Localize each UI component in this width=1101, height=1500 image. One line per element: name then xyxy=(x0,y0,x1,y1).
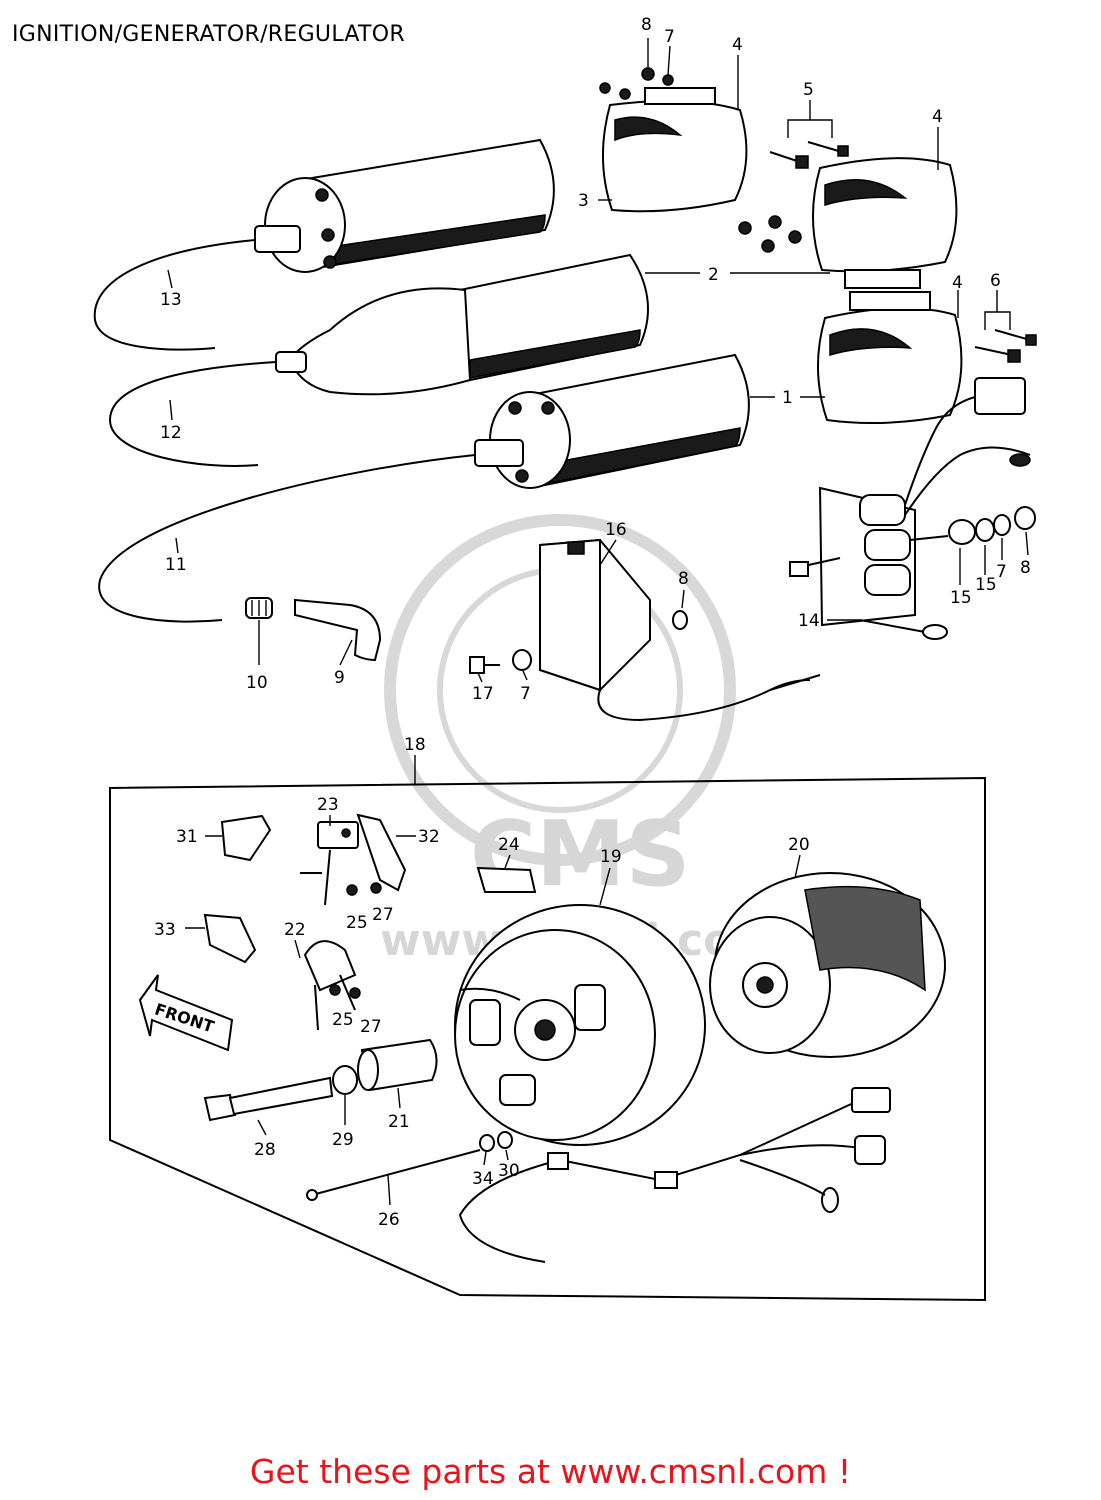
hightension-cord-11 xyxy=(98,454,476,623)
callout-18: 18 xyxy=(404,735,426,755)
washer-29 xyxy=(332,1065,358,1095)
regulator-14 xyxy=(789,377,1031,640)
callout-8-mid: 8 xyxy=(678,569,689,589)
hightension-cord-13 xyxy=(93,239,256,351)
callout-15-a: 15 xyxy=(950,588,972,608)
callout-21: 21 xyxy=(388,1112,410,1132)
callout-23: 23 xyxy=(317,795,339,815)
front-sign: FRONT xyxy=(138,974,234,1052)
callout-16: 16 xyxy=(605,520,627,540)
callout-25-lower: 25 xyxy=(332,1010,354,1030)
callout-33: 33 xyxy=(154,920,176,940)
callout-5: 5 xyxy=(803,80,814,100)
coil-bracket-middle xyxy=(811,157,958,289)
callout-4-mid: 4 xyxy=(932,107,943,127)
plate-32 xyxy=(356,813,407,892)
rod-26 xyxy=(306,1131,513,1201)
callout-22: 22 xyxy=(284,920,306,940)
callout-7-right: 7 xyxy=(996,562,1007,582)
callout-9: 9 xyxy=(334,668,345,688)
callout-13: 13 xyxy=(160,290,182,310)
brush-24 xyxy=(476,866,537,893)
callout-27-upper: 27 xyxy=(372,905,394,925)
harness xyxy=(458,1087,891,1263)
callout-10: 10 xyxy=(246,673,268,693)
callout-labels: 3 2 1 4 4 4 8 7 5 6 13 12 11 16 8 14 15 … xyxy=(154,15,1031,1230)
ignition-coil-2 xyxy=(275,253,649,396)
callout-24: 24 xyxy=(498,835,520,855)
coil-bracket-upper xyxy=(599,67,748,213)
stator-19 xyxy=(454,904,706,1146)
callout-20: 20 xyxy=(788,835,810,855)
callout-26: 26 xyxy=(378,1210,400,1230)
callout-4-low: 4 xyxy=(952,273,963,293)
callout-28: 28 xyxy=(254,1140,276,1160)
ignition-coil-1 xyxy=(474,353,750,489)
spacer-21 xyxy=(357,1038,438,1092)
condenser-16 xyxy=(469,538,821,722)
bolt-set-6 xyxy=(974,329,1037,363)
page-title: IGNITION/GENERATOR/REGULATOR xyxy=(12,22,405,47)
callout-17: 17 xyxy=(472,684,494,704)
callout-29: 29 xyxy=(332,1130,354,1150)
footer-link[interactable]: Get these parts at www.cmsnl.com ! xyxy=(249,1452,852,1491)
hightension-cord-12 xyxy=(108,361,277,467)
ignition-coil-3 xyxy=(254,138,555,273)
callout-32: 32 xyxy=(418,827,440,847)
callout-15-b: 15 xyxy=(975,575,997,595)
callout-31: 31 xyxy=(176,827,198,847)
leader-lines xyxy=(167,38,1029,1206)
callout-30: 30 xyxy=(498,1161,520,1181)
callout-25-upper: 25 xyxy=(346,913,368,933)
coil-bracket-lower xyxy=(816,291,963,425)
callout-4-top: 4 xyxy=(732,35,743,55)
generator-assembly-border xyxy=(109,776,986,1302)
callout-19: 19 xyxy=(600,847,622,867)
callout-11: 11 xyxy=(165,555,187,575)
callout-8-top: 8 xyxy=(641,15,652,35)
callout-14: 14 xyxy=(798,611,820,631)
callout-34: 34 xyxy=(472,1169,494,1189)
bolt-28 xyxy=(203,1076,334,1122)
contact-breaker-23 xyxy=(300,821,359,906)
plate-33 xyxy=(203,913,257,964)
screws-25-27 xyxy=(329,882,382,999)
callout-8-right: 8 xyxy=(1020,558,1031,578)
callout-7-low: 7 xyxy=(520,684,531,704)
callout-27-lower: 27 xyxy=(360,1017,382,1037)
callout-1: 1 xyxy=(782,388,793,408)
governor-22 xyxy=(303,940,357,1031)
callout-7-top: 7 xyxy=(664,27,675,47)
callout-2: 2 xyxy=(708,265,719,285)
regulator-hardware xyxy=(948,506,1036,545)
callout-12: 12 xyxy=(160,423,182,443)
plug-cap-9 xyxy=(294,598,382,662)
bolt-set-5 xyxy=(738,141,849,253)
callout-3: 3 xyxy=(578,191,589,211)
rotor-20 xyxy=(709,872,946,1058)
callout-6: 6 xyxy=(990,271,1001,291)
spring-10 xyxy=(245,597,273,619)
plate-31 xyxy=(220,814,272,862)
